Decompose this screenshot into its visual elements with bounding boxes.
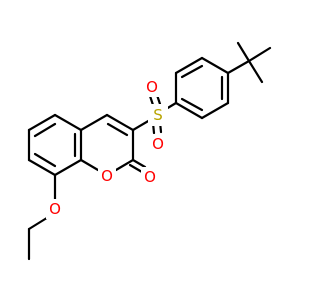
atom-labels: S O O O O O [46, 77, 168, 219]
bond-benzo-5 [27, 158, 57, 177]
bond-ph-6-inner [180, 97, 204, 112]
bond-benzo-1 [27, 113, 57, 132]
bond-ph-2 [174, 56, 204, 75]
bonds [27, 41, 272, 261]
bond-carbonyl-2 [128, 163, 144, 174]
bond-s-o-top-1 [148, 94, 155, 107]
bond-cq-me3 [247, 59, 264, 84]
bond-ph-3 [200, 56, 230, 75]
bond-c4-c3 [105, 113, 135, 132]
molecule-structure-diagram: S O O O O O [27, 41, 272, 261]
bond-ph-2-inner [180, 64, 204, 79]
bond-carbonyl-1 [131, 158, 147, 169]
sulfonyl-oxygen-bottom-label: O [152, 135, 164, 153]
ether-oxygen-label: O [49, 200, 61, 218]
bond-benzo-1-inner [33, 122, 57, 138]
bond-c4a-c4 [79, 113, 109, 132]
bond-cq-me2 [247, 46, 272, 63]
bond-benzo-2 [53, 113, 83, 132]
bond-c2-o1 [114, 158, 135, 172]
bond-ph-5 [200, 101, 230, 120]
bond-ph-6 [174, 101, 204, 120]
bond-o1-c8a [79, 158, 100, 172]
ring-oxygen-label: O [101, 167, 113, 185]
bond-ph-cq [226, 59, 251, 75]
bond-benzo-5-inner [33, 152, 57, 168]
bond-benzo-4 [53, 158, 83, 177]
sulfonyl-oxygen-top-label: O [146, 78, 158, 96]
bond-c3-s [131, 118, 152, 132]
sulfur-atom-label: S [153, 106, 163, 124]
carbonyl-oxygen-label: O [144, 168, 156, 186]
bond-c4-c3-inner [106, 122, 129, 137]
bond-cq-me1 [236, 41, 251, 63]
